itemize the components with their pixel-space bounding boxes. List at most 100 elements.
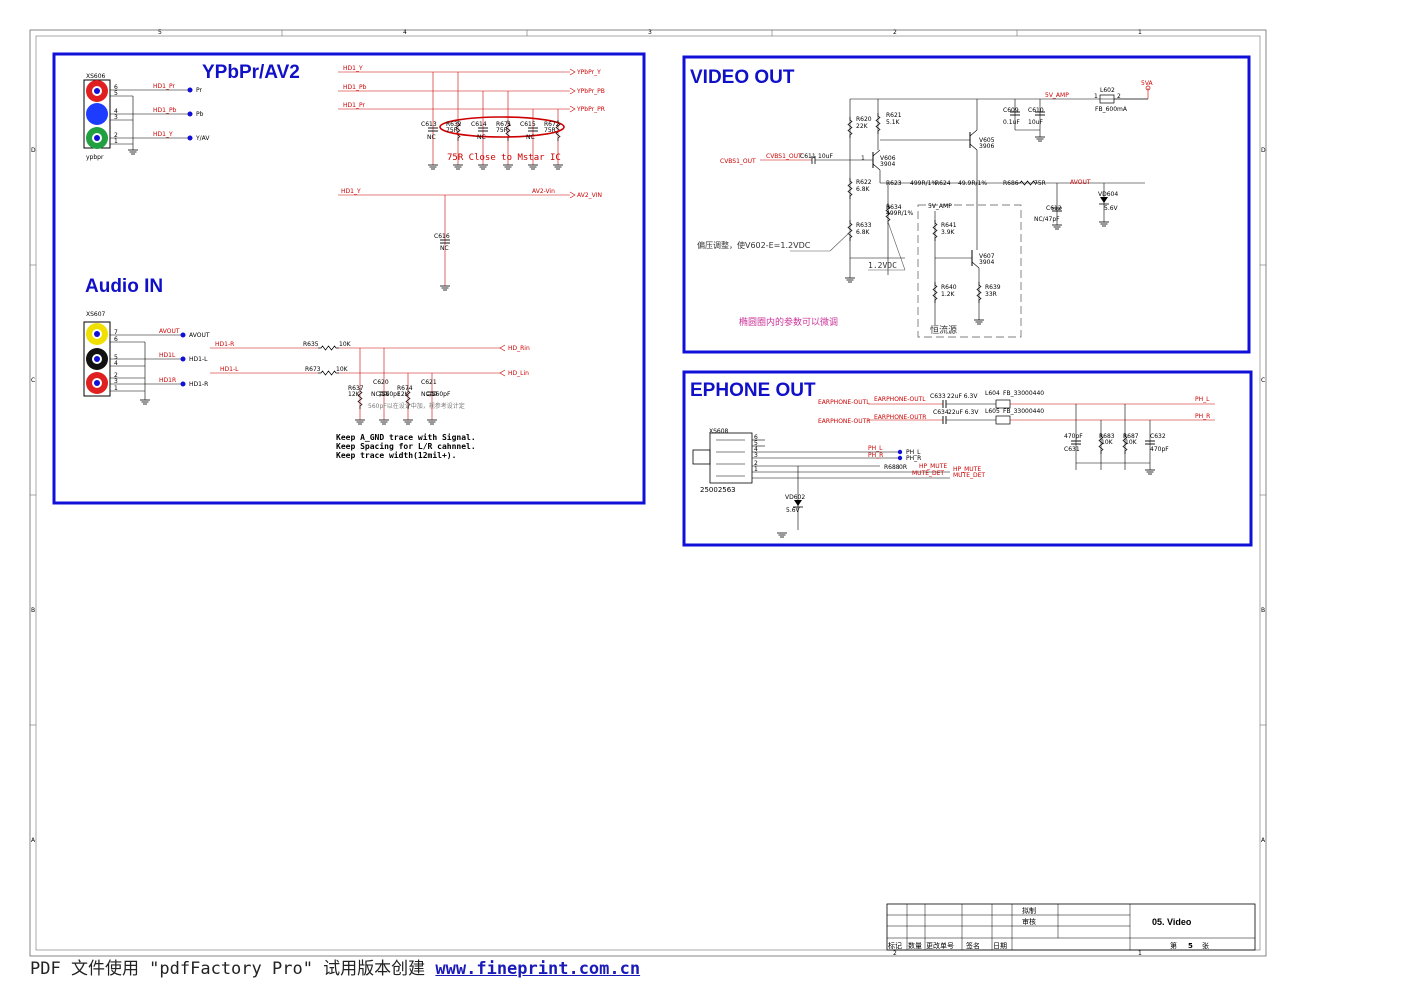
pin-label: 2 bbox=[754, 460, 758, 467]
footer-text: PDF 文件使用 "pdfFactory Pro" 试用版本创建 bbox=[30, 959, 436, 979]
audio-small-note: 560pF以在设计中加，视参考设计定 bbox=[368, 402, 465, 410]
port-label: PH_L bbox=[906, 449, 921, 456]
part-val: 22uF 6.3V bbox=[948, 409, 979, 416]
part-ref: C616 bbox=[434, 233, 450, 240]
part-val: 0R bbox=[899, 464, 907, 471]
bias-note: 偏压调整，使V602-E=1.2VDC bbox=[697, 240, 811, 250]
video-out-circuit bbox=[760, 85, 1151, 338]
net-label: AVOUT bbox=[1070, 179, 1091, 186]
svg-text:1: 1 bbox=[114, 385, 118, 392]
part-ref: R672 bbox=[544, 121, 560, 128]
svg-text:2: 2 bbox=[114, 372, 118, 379]
part-val: NC bbox=[427, 134, 436, 141]
part-ref: R634 bbox=[886, 204, 902, 211]
part-ref: R639 bbox=[985, 284, 1001, 291]
ypbpr-audio-frame bbox=[52, 52, 646, 505]
svg-text:6: 6 bbox=[114, 336, 118, 343]
part-ref: VD602 bbox=[785, 494, 805, 501]
part-ref: R686 bbox=[1003, 180, 1019, 187]
border-mark: 5 bbox=[158, 29, 162, 36]
drawing-border: 5 4 3 2 1 D C B A D C B A 2 1 bbox=[29, 29, 1267, 957]
net-label: HD1_Pb bbox=[153, 107, 177, 114]
net-label: AVOUT bbox=[159, 328, 180, 335]
part-val: NC/47pF bbox=[1034, 216, 1060, 223]
border-mark: 2 bbox=[893, 950, 897, 957]
part-ref: V607 bbox=[979, 253, 995, 260]
current-source-note: 恒流源 bbox=[930, 324, 957, 336]
title-block-label: 拟制 bbox=[1022, 906, 1036, 915]
part-ref: R673 bbox=[305, 366, 321, 373]
part-val: 10K bbox=[336, 366, 349, 373]
part-ref: C611 bbox=[800, 153, 816, 160]
page-label: 第 bbox=[1170, 941, 1177, 950]
part-val: 22uF 6.3V bbox=[947, 393, 978, 400]
vdc-note: 1.2VDC bbox=[868, 261, 897, 270]
part-ref: R620 bbox=[856, 116, 872, 123]
ypbpr-note: 75R Close to Mstar IC bbox=[447, 153, 561, 163]
pin-label: 3 bbox=[754, 452, 758, 459]
net-label: HD1_Pr bbox=[153, 83, 175, 90]
part-ref: R687 bbox=[1123, 433, 1139, 440]
part-val: 6.8K bbox=[856, 229, 871, 236]
net-label: EARPHONE-OUTL bbox=[818, 399, 870, 406]
net-label: AV2-Vin bbox=[532, 188, 555, 195]
net-label: CVBS1_OUT bbox=[766, 153, 802, 160]
port-label: HD1-R bbox=[189, 381, 208, 388]
part-val: 6.8K bbox=[856, 186, 871, 193]
part-ref: C612 bbox=[1046, 205, 1062, 212]
part-val: 470pF bbox=[1150, 446, 1169, 453]
part-ref: R671 bbox=[496, 121, 512, 128]
av2-vin bbox=[338, 191, 576, 291]
net-label: HP_MUTE bbox=[919, 463, 947, 470]
footer-link[interactable]: www.fineprint.com.cn bbox=[435, 959, 641, 979]
part-ref: R633 bbox=[856, 222, 872, 229]
part-val: 75R bbox=[496, 127, 508, 134]
part-ref: R641 bbox=[941, 222, 957, 229]
port-label: YPbPr_PR bbox=[576, 106, 605, 113]
audio-lines bbox=[210, 344, 506, 425]
border-mark: 3 bbox=[648, 29, 652, 36]
part-val: 12K bbox=[348, 391, 361, 398]
svg-text:3: 3 bbox=[114, 378, 118, 385]
net-label: 5VA bbox=[1141, 80, 1154, 87]
port-label: PH_R bbox=[906, 455, 921, 462]
part-ref: R640 bbox=[941, 284, 957, 291]
title-block bbox=[886, 903, 1256, 951]
net-label: EARPHONE-OUTL bbox=[874, 396, 926, 403]
part-ref: C621 bbox=[421, 379, 437, 386]
part-val: 499R/1% bbox=[886, 210, 913, 217]
net-label: HD1_Y bbox=[343, 65, 363, 72]
border-mark: 2 bbox=[893, 29, 897, 36]
part-val: 25002563 bbox=[700, 486, 736, 494]
net-label: HD1_Y bbox=[341, 188, 361, 195]
part-ref: L604 bbox=[985, 390, 1000, 397]
part-val: 3904 bbox=[880, 161, 895, 168]
svg-text:6: 6 bbox=[114, 84, 118, 91]
part-val: FB_600mA bbox=[1095, 106, 1128, 113]
net-label: HD1-R bbox=[215, 341, 234, 348]
port-label: Pr bbox=[196, 87, 203, 94]
svg-text:4: 4 bbox=[114, 108, 118, 115]
part-val: 12K bbox=[397, 391, 410, 398]
svg-text:7: 7 bbox=[114, 329, 118, 336]
net-label: EARPHONE-OUTR bbox=[874, 414, 926, 421]
net-label: EARPHONE-OUTR bbox=[818, 418, 870, 425]
ephone-out-title: EPHONE OUT bbox=[690, 380, 816, 401]
part-ref: C620 bbox=[373, 379, 389, 386]
pb-jack-blue bbox=[86, 103, 108, 125]
svg-text:2: 2 bbox=[114, 132, 118, 139]
title-block-header: 签名 bbox=[966, 941, 980, 950]
border-mark: D bbox=[31, 147, 36, 154]
pin-label: 5 bbox=[754, 440, 758, 447]
title-block-header: 数量 bbox=[908, 941, 922, 950]
title-block-header: 更改单号 bbox=[926, 941, 954, 950]
audio-connector: XS607 7 6 5 4 2 3 1 bbox=[83, 311, 186, 405]
part-val: 10uF bbox=[818, 153, 833, 160]
pdf-footer: PDF 文件使用 "pdfFactory Pro" 试用版本创建 www.fin… bbox=[30, 954, 640, 979]
port-label: HD_Lin bbox=[508, 370, 529, 377]
net-label: HD1_Y bbox=[153, 131, 173, 138]
port-label: AV2_VIN bbox=[577, 192, 602, 199]
part-ref: R621 bbox=[886, 112, 902, 119]
ypbpr-bus bbox=[338, 68, 576, 170]
ephone-circuit bbox=[692, 399, 1215, 538]
